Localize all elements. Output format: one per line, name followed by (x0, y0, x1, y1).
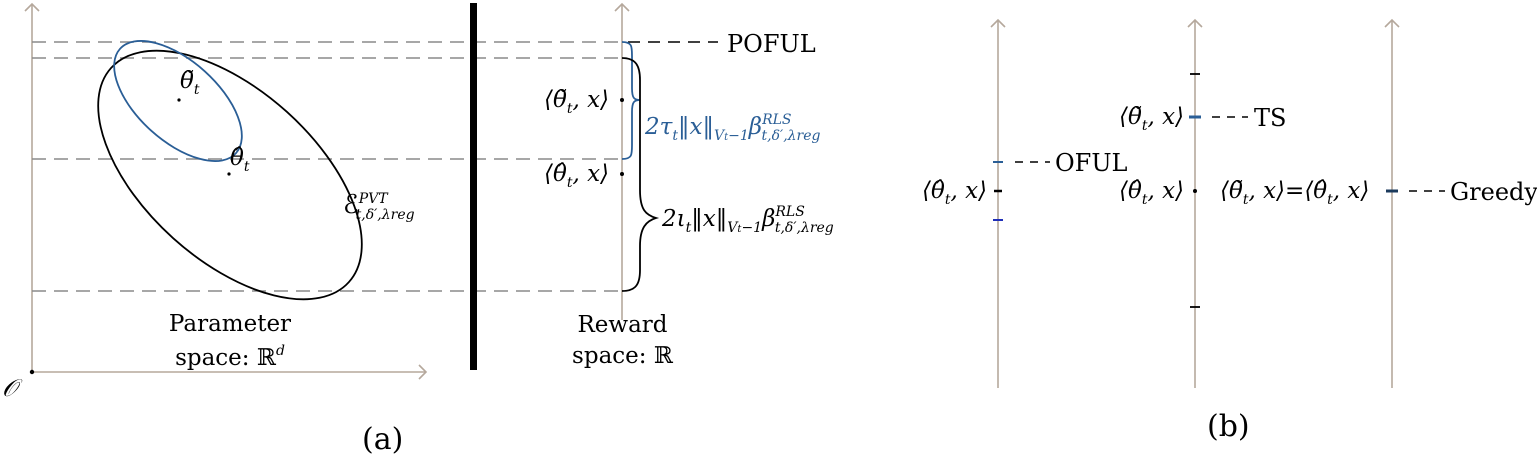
theta-tilde-point (177, 98, 181, 102)
black-brace (621, 57, 660, 292)
reward-space-line2: space: ℝ (572, 343, 673, 369)
ts-hat-dot (1193, 189, 1197, 193)
reward-space-line1: Reward (577, 312, 668, 338)
reward-theta-tilde-label: ⟨θ̃t, x⟩ (544, 87, 610, 117)
black-bound-label: 2ιt‖x‖Vt−1βRLSt,δ′,λreg (662, 204, 834, 236)
ellipse-pvt-label: ℰPVTt,δ′,λreg (343, 190, 415, 223)
parameter-space-axes (24, 2, 428, 380)
oful-label: OFUL (1055, 149, 1128, 177)
theta-hat-point (227, 172, 231, 176)
ts-label: TS (1254, 104, 1287, 132)
theta-tilde-label: θ̃t (180, 68, 200, 98)
greedy-label: Greedy (1450, 178, 1537, 206)
origin-dot (29, 369, 35, 375)
origin-label: 𝒪 (2, 374, 18, 402)
parameter-space-line2: space: ℝd (175, 343, 285, 371)
theta-hat-label: θ̂t (230, 145, 250, 175)
ts-theta-tilde-label: ⟨θ̃t, x⟩ (1119, 104, 1185, 134)
caption-b: (b) (1207, 409, 1250, 444)
reward-axis (614, 2, 630, 320)
panel-separator (470, 3, 477, 370)
sampling-ellipse-blue (113, 40, 243, 162)
caption-a: (a) (362, 422, 404, 457)
panel-b-axes (990, 18, 1400, 388)
greedy-equality-label: ⟨θ̃t, x⟩=⟨θ̂t, x⟩ (1220, 178, 1370, 208)
projection-dashed-lines (32, 41, 625, 292)
reward-theta-hat-label: ⟨θ̂t, x⟩ (544, 161, 610, 191)
confidence-ellipse-black (97, 49, 363, 301)
reward-space-label: Reward space: ℝ (560, 314, 685, 368)
oful-theta-hat-label: ⟨θ̂t, x⟩ (922, 178, 988, 208)
reward-theta-tilde-dot (620, 98, 624, 102)
parameter-space-line1: Parameter (168, 311, 292, 337)
reward-theta-hat-dot (620, 172, 624, 176)
pofUL-label: POFUL (727, 30, 816, 58)
parameter-space-label: Parameter space: ℝd (150, 313, 310, 370)
blue-bound-label: 2τt‖x‖Vt−1βRLSt,δ′,λreg (645, 112, 821, 144)
ts-theta-hat-label: ⟨θ̂t, x⟩ (1119, 178, 1185, 208)
